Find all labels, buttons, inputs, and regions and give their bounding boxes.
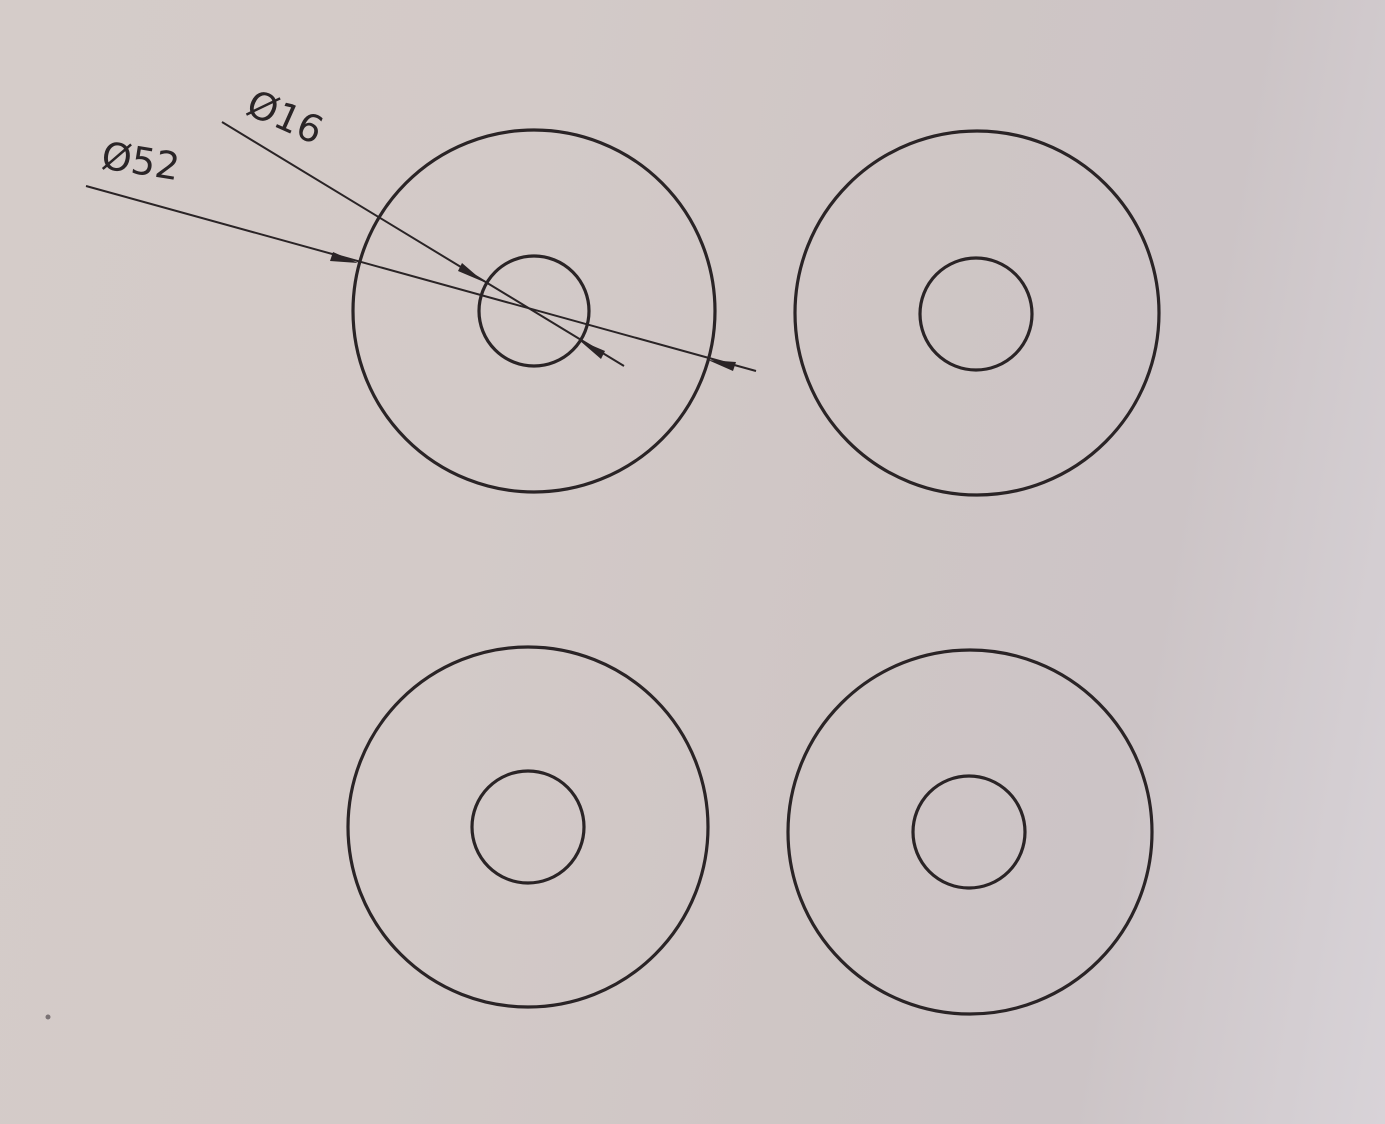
washer-outer-circle: [786, 648, 1154, 1016]
dimension-d52-label: Ø52: [99, 133, 183, 189]
dimension-d52-leader: [85, 185, 757, 372]
washer-inner-circle: [911, 774, 1027, 890]
washer-outer-circle: [346, 645, 710, 1009]
washer-outer-circle: [351, 128, 717, 494]
washer-top-right: [793, 129, 1161, 497]
dimension-d16: Ø16: [221, 81, 625, 367]
dimension-d52-arrow-end: [708, 360, 736, 371]
washer-inner-circle: [470, 769, 586, 885]
washer-inner-circle: [477, 254, 591, 368]
washer-outer-circle: [793, 129, 1161, 497]
dimension-d16-arrow-start: [458, 263, 484, 282]
paper-speck: [45, 1014, 51, 1020]
washer-bottom-right: [786, 648, 1154, 1016]
washer-top-left: [351, 128, 717, 494]
dimension-d16-leader: [221, 121, 625, 367]
dimension-d52-arrow-start: [330, 252, 358, 263]
washer-bottom-left: [346, 645, 710, 1009]
dimension-d16-arrow-end: [579, 340, 605, 359]
washer-inner-circle: [918, 256, 1034, 372]
